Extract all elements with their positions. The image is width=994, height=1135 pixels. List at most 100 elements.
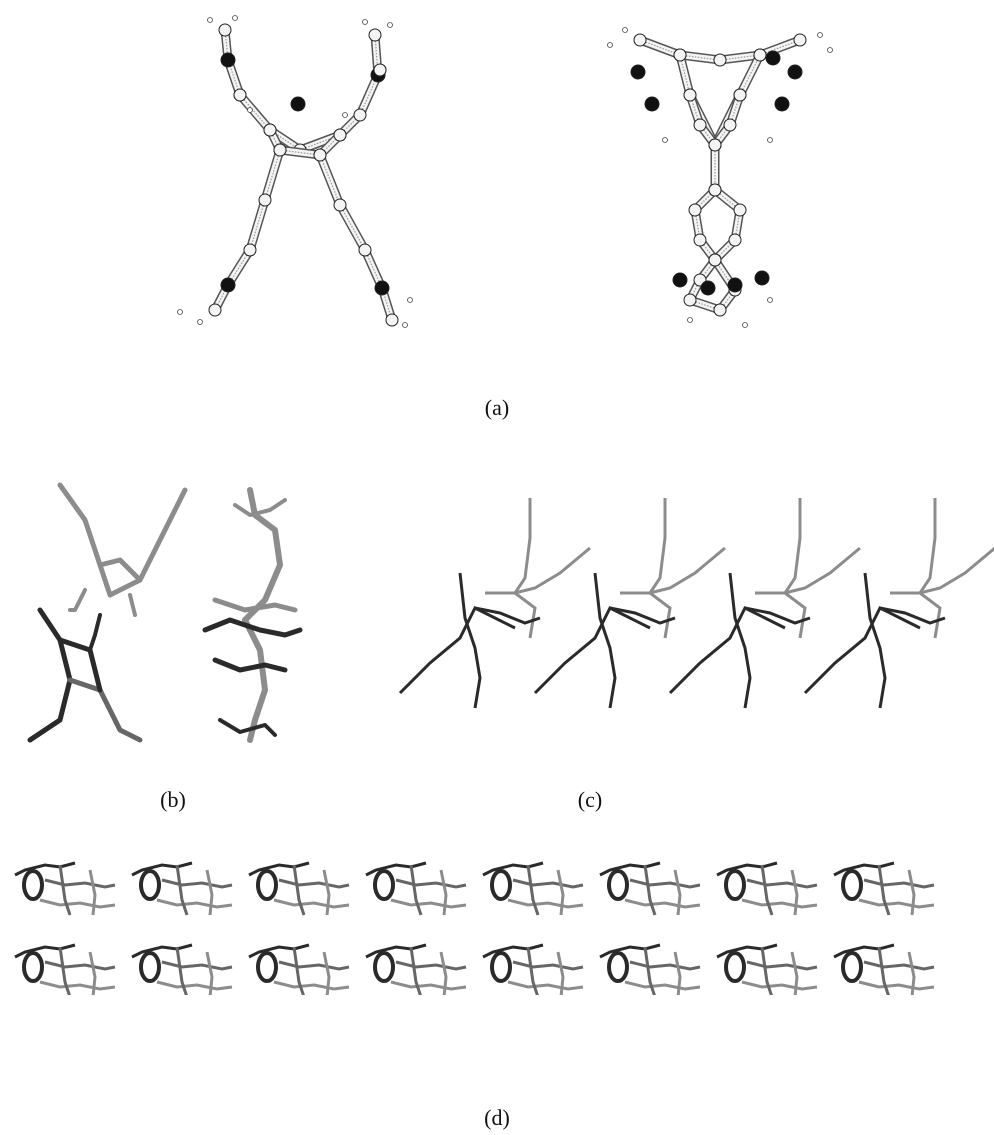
stack-top-stick [248,943,310,959]
lower-stick-ring [474,606,541,625]
carbon-atom [708,253,722,267]
panel-d [0,845,994,995]
stick-branch [68,588,87,612]
stack-cross-stick [292,864,306,916]
layer-stack [14,861,116,916]
stack-cross-stick [790,951,799,995]
bond-fill [317,152,343,208]
stack-cross-stick [439,869,448,916]
hydrogen-atom [767,137,773,143]
stack-top-stick [14,943,76,959]
lower-stick-column [593,572,617,709]
carbon-atom [753,48,767,62]
upper-stick-column [647,498,672,639]
oxygen-atom [765,50,781,66]
stack-cross-stick [439,951,448,995]
carbon-atom [733,88,747,102]
oxygen-atom [700,280,716,296]
carbon-atom [708,138,722,152]
oxygen-atom [754,270,770,286]
hydrogen-atom [197,319,203,325]
carbon-atom [713,303,727,317]
stick-ring [202,617,303,638]
upper-stick-arm [620,546,726,595]
panel-b-dimer-views [27,482,303,743]
carbon-atom [273,143,287,157]
layer-stack [365,943,467,995]
bond-hatch [729,94,741,126]
stack-mid-stick [44,960,116,971]
lower-stick-column [728,572,752,709]
stack-cross-stick [643,864,657,916]
hydrogen-atom [407,297,413,303]
stack-ring [256,869,278,901]
carbon-atom [333,128,347,142]
layer-stack [833,943,935,995]
stack-top-stick [482,861,544,877]
stack-top-stick [131,943,193,959]
stack-mid-stick [512,878,584,889]
carbon-atom [733,203,747,217]
stack-top-stick [482,943,544,959]
stack-bottom-stick [39,898,116,909]
layer-stack [716,861,818,916]
stack-ring [256,951,278,983]
carbon-atom [683,293,697,307]
stack-top-stick [599,943,661,959]
stack-bottom-stick [507,980,584,991]
bond-hatch [719,54,761,61]
bond-fill [237,92,273,133]
lower-stick-ring [879,606,946,625]
stack-top-stick [716,861,778,877]
oxygen-atom [787,64,803,80]
stack-cross-stick [907,951,916,995]
molecule-x-shape [177,15,413,328]
carbon-atom [258,193,272,207]
dimer-upper-molecule [57,482,188,617]
upper-stick-arm [755,546,861,595]
panel-c-chain-packing [398,498,994,709]
stack-cross-stick [175,864,189,916]
carbon-atom [218,23,232,37]
oxygen-atom [774,96,790,112]
carbon-atom [208,303,222,317]
carbon-atom [385,313,399,327]
stack-mid-stick [863,878,935,889]
carbon-atom [243,243,257,257]
carbon-atom [358,243,372,257]
stack-top-stick [14,861,76,877]
carbon-atom [793,33,807,47]
stack-mid-stick [395,960,467,971]
stack-ring [841,869,863,901]
packed-molecule-pair [533,498,726,709]
hydrogen-atom [232,15,238,21]
oxygen-atom [290,96,306,112]
bond-hatch [359,69,381,116]
hydrogen-atom [687,317,693,323]
stack-bottom-stick [156,980,233,991]
carbon-atom [713,53,727,67]
panel-c [390,478,994,728]
stack-cross-stick [58,946,71,995]
upper-stick-arm [890,546,994,595]
lower-stick-ring [609,606,676,625]
stack-bottom-stick [390,898,467,909]
stack-top-stick [131,861,193,877]
stack-bottom-stick [507,898,584,909]
carbon-atom [353,108,367,122]
stack-cross-stick [790,869,799,916]
stack-cross-stick [409,864,423,916]
panel-d-layered-stacks [14,861,935,995]
layer-stack [833,861,935,916]
stack-ring [607,869,629,901]
stack-bottom-stick [741,980,818,991]
stack-ring [724,869,746,901]
bond-hatch [679,54,721,61]
stack-ring [139,951,161,983]
stack-cross-stick [322,951,331,995]
stack-mid-stick [44,878,116,889]
hydrogen-atom [207,17,213,23]
stack-cross-stick [322,869,331,916]
stick-branch [218,718,277,737]
stack-cross-stick [292,946,305,995]
